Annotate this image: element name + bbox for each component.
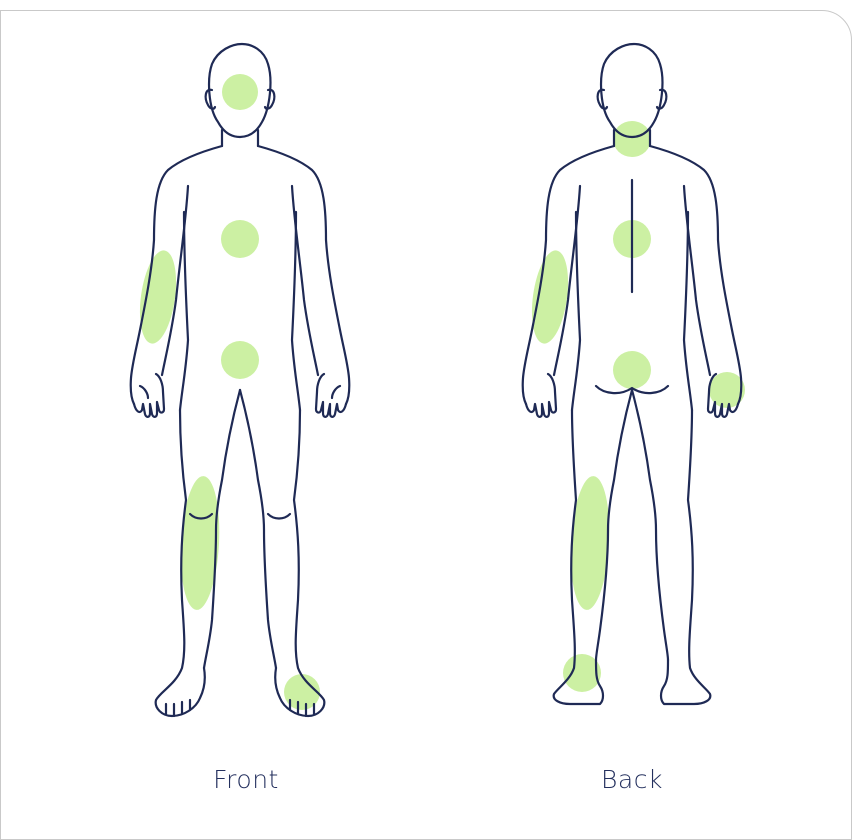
front-torso-right (180, 212, 188, 410)
front-spot-face[interactable] (222, 74, 258, 110)
back-body-outline-right (650, 146, 741, 404)
front-spot-pelvis[interactable] (221, 341, 259, 379)
back-spot-left-forearm[interactable] (527, 248, 574, 346)
front-leg-left-outer (275, 410, 324, 716)
back-hand-left (526, 374, 556, 417)
back-torso-left (572, 212, 580, 410)
back-spot-lower-back[interactable] (613, 351, 651, 389)
front-torso-left (292, 212, 300, 410)
back-body-outline-left (523, 146, 614, 404)
front-hand-right (134, 374, 164, 417)
back-leg-right-inner (632, 390, 668, 660)
front-body-outline-left (258, 146, 349, 404)
back-label: Back (532, 765, 732, 794)
back-figure (523, 44, 745, 704)
front-label: Front (146, 765, 346, 794)
front-leg-left-inner (240, 390, 276, 668)
front-spot-chest[interactable] (221, 220, 259, 258)
front-spot-right-forearm[interactable] (135, 248, 182, 346)
front-hand-left (316, 374, 346, 417)
front-toes-right (166, 700, 190, 716)
front-body-outline (131, 146, 222, 404)
back-torso-right (684, 212, 692, 410)
back-spot-neck[interactable] (613, 121, 651, 157)
back-spot-left-calf[interactable] (568, 475, 613, 611)
front-knee-left (268, 514, 290, 519)
front-figure (131, 44, 350, 716)
